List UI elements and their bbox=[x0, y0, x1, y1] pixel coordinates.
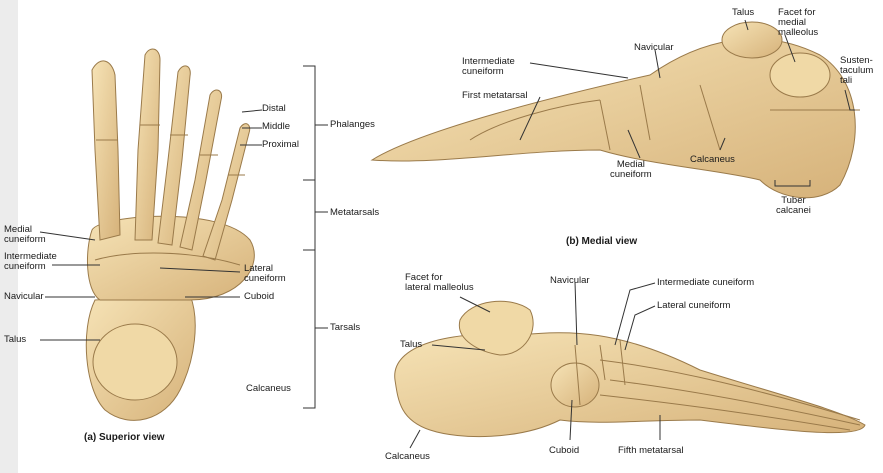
label-middle-phalanx: Middle bbox=[262, 122, 290, 132]
label-navicular: Navicular bbox=[4, 292, 44, 302]
label-lateral-cuneiform-lateral: Lateral cuneiform bbox=[657, 301, 730, 311]
label-metatarsals: Metatarsals bbox=[330, 208, 379, 218]
label-talus-lateral: Talus bbox=[400, 340, 422, 350]
label-first-metatarsal: First metatarsal bbox=[462, 91, 527, 101]
label-navicular-medial: Navicular bbox=[634, 43, 674, 53]
caption-medial-view: (b) Medial view bbox=[566, 236, 637, 247]
label-distal-phalanx: Distal bbox=[262, 104, 286, 114]
label-proximal-phalanx: Proximal bbox=[262, 140, 299, 150]
label-calcaneus-medial: Calcaneus bbox=[690, 155, 735, 165]
label-talus: Talus bbox=[4, 335, 26, 345]
label-cuboid: Cuboid bbox=[244, 292, 274, 302]
label-fifth-metatarsal: Fifth metatarsal bbox=[618, 446, 683, 456]
label-phalanges: Phalanges bbox=[330, 120, 375, 130]
label-cuboid-lateral: Cuboid bbox=[549, 446, 579, 456]
label-calcaneus: Calcaneus bbox=[246, 384, 291, 394]
label-talus-medial: Talus bbox=[732, 8, 754, 18]
superior-view-foot bbox=[86, 49, 254, 420]
label-navicular-lateral: Navicular bbox=[550, 276, 590, 286]
lateral-view-foot bbox=[395, 301, 865, 436]
label-tarsals: Tarsals bbox=[330, 323, 360, 333]
caption-superior-view: (a) Superior view bbox=[84, 432, 165, 443]
label-intermediate-cuneiform-lateral: Intermediate cuneiform bbox=[657, 278, 754, 288]
label-calcaneus-lateral: Calcaneus bbox=[385, 452, 430, 462]
